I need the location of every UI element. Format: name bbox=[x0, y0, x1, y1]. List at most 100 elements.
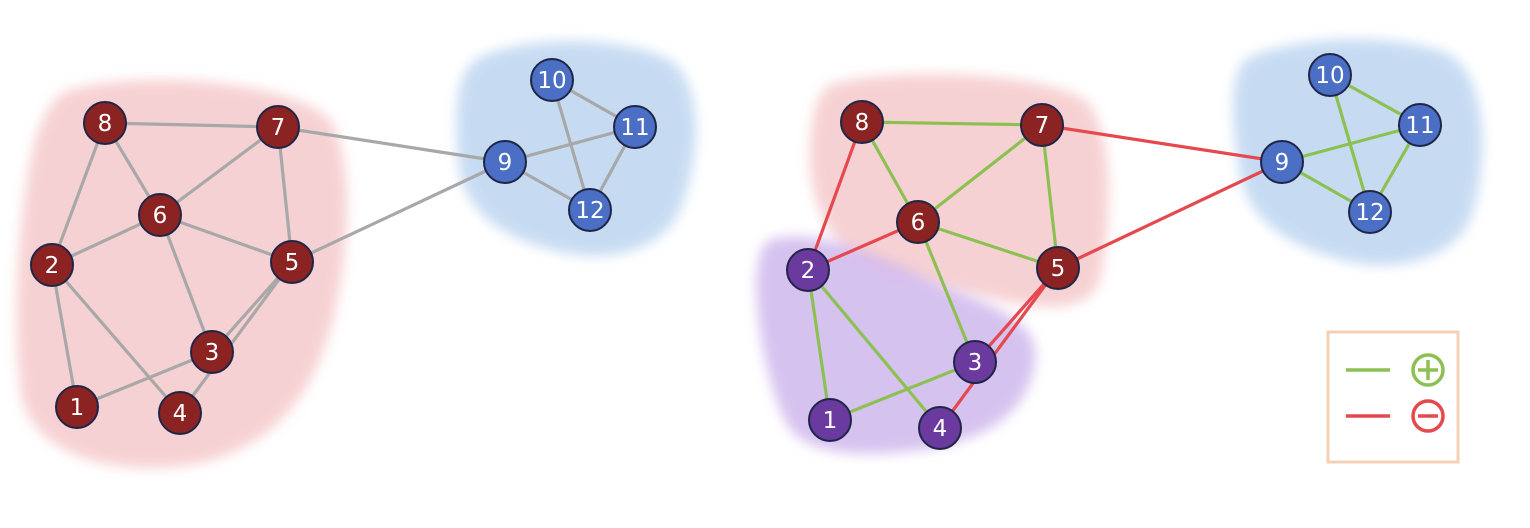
right-node-1: 1 bbox=[808, 398, 852, 442]
left-node-label-6: 6 bbox=[153, 203, 168, 229]
right-edge-6-5 bbox=[916, 220, 1060, 270]
minus-circle-icon bbox=[1411, 399, 1445, 433]
right-node-12: 12 bbox=[1348, 190, 1392, 234]
left-node-5: 5 bbox=[270, 240, 314, 284]
right-node-circle-8 bbox=[840, 100, 884, 144]
right-node-label-4: 4 bbox=[933, 416, 948, 442]
left-node-circle-1 bbox=[55, 385, 99, 429]
right-node-circle-4 bbox=[918, 406, 962, 450]
right-node-circle-11 bbox=[1398, 103, 1442, 147]
right-edge-6-3 bbox=[916, 220, 977, 364]
left-node-label-8: 8 bbox=[98, 111, 113, 137]
left-node-12: 12 bbox=[568, 188, 612, 232]
right-node-label-5: 5 bbox=[1051, 256, 1066, 282]
left-edge-5-4 bbox=[178, 260, 294, 415]
left-node-6: 6 bbox=[138, 193, 182, 237]
left-node-8: 8 bbox=[83, 101, 127, 145]
plus-circle-icon bbox=[1411, 353, 1445, 387]
left-node-10: 10 bbox=[530, 58, 574, 102]
right-node-label-3: 3 bbox=[968, 350, 983, 376]
right-node-2: 2 bbox=[786, 248, 830, 292]
left-edge-10-12 bbox=[550, 78, 592, 212]
right-edge-7-9 bbox=[1040, 123, 1284, 164]
left-node-9: 9 bbox=[483, 140, 527, 184]
right-node-4: 4 bbox=[918, 406, 962, 450]
right-node-label-11: 11 bbox=[1405, 113, 1434, 139]
legend bbox=[1326, 330, 1460, 464]
left-node-2: 2 bbox=[30, 243, 74, 287]
right-node-label-12: 12 bbox=[1355, 200, 1384, 226]
right-edge-1-3 bbox=[828, 360, 977, 422]
right-node-circle-9 bbox=[1260, 140, 1304, 184]
left-node-label-9: 9 bbox=[498, 150, 513, 176]
right-node-label-1: 1 bbox=[823, 408, 838, 434]
left-edge-2-1 bbox=[50, 263, 79, 409]
left-node-circle-11 bbox=[613, 105, 657, 149]
right-node-8: 8 bbox=[840, 100, 884, 144]
left-edge-8-7 bbox=[103, 121, 280, 129]
right-node-11: 11 bbox=[1398, 103, 1442, 147]
right-edge-10-12 bbox=[1328, 73, 1372, 214]
right-edge-8-2 bbox=[806, 120, 864, 272]
right-node-circle-2 bbox=[786, 248, 830, 292]
right-node-label-8: 8 bbox=[855, 110, 870, 136]
left-node-circle-5 bbox=[270, 240, 314, 284]
left-node-label-12: 12 bbox=[575, 198, 604, 224]
left-edge-7-6 bbox=[158, 125, 280, 217]
right-edge-5-4 bbox=[938, 266, 1060, 430]
left-edge-7-9 bbox=[276, 125, 507, 164]
right-edge-7-5 bbox=[1040, 123, 1060, 270]
left-node-label-11: 11 bbox=[620, 115, 649, 141]
left-node-4: 4 bbox=[158, 391, 202, 435]
right-node-circle-5 bbox=[1036, 246, 1080, 290]
left-edge-5-9 bbox=[290, 160, 507, 264]
right-node-label-10: 10 bbox=[1315, 63, 1344, 89]
right-node-label-6: 6 bbox=[911, 210, 926, 236]
right-node-10: 10 bbox=[1308, 53, 1352, 97]
left-edge-6-5 bbox=[158, 213, 294, 264]
right-node-circle-3 bbox=[953, 340, 997, 384]
left-node-circle-3 bbox=[190, 330, 234, 374]
left-edge-8-2 bbox=[50, 121, 107, 267]
left-node-label-3: 3 bbox=[205, 340, 220, 366]
left-node-circle-9 bbox=[483, 140, 527, 184]
right-blue-region bbox=[1233, 39, 1483, 266]
right-node-6: 6 bbox=[896, 200, 940, 244]
left-node-3: 3 bbox=[190, 330, 234, 374]
right-node-3: 3 bbox=[953, 340, 997, 384]
left-node-7: 7 bbox=[256, 105, 300, 149]
right-node-label-7: 7 bbox=[1035, 113, 1050, 139]
right-node-circle-12 bbox=[1348, 190, 1392, 234]
right-edge-2-4 bbox=[806, 268, 942, 430]
left-node-label-1: 1 bbox=[70, 395, 85, 421]
right-node-circle-6 bbox=[896, 200, 940, 244]
left-node-1: 1 bbox=[55, 385, 99, 429]
right-edge-5-9 bbox=[1056, 160, 1284, 270]
left-node-label-4: 4 bbox=[173, 401, 188, 427]
left-node-11: 11 bbox=[613, 105, 657, 149]
left-node-circle-12 bbox=[568, 188, 612, 232]
legend-box bbox=[1326, 330, 1460, 464]
left-edge-1-3 bbox=[75, 350, 214, 409]
right-node-9: 9 bbox=[1260, 140, 1304, 184]
left-edge-6-3 bbox=[158, 213, 214, 354]
right-edge-2-1 bbox=[806, 268, 832, 422]
left-blue-region bbox=[456, 41, 696, 256]
right-edge-7-6 bbox=[916, 123, 1044, 224]
left-node-circle-8 bbox=[83, 101, 127, 145]
right-edge-8-7 bbox=[860, 120, 1044, 127]
left-node-label-2: 2 bbox=[45, 253, 60, 279]
right-node-circle-10 bbox=[1308, 53, 1352, 97]
left-node-circle-10 bbox=[530, 58, 574, 102]
left-node-circle-6 bbox=[138, 193, 182, 237]
left-node-circle-7 bbox=[256, 105, 300, 149]
right-node-7: 7 bbox=[1020, 103, 1064, 147]
left-node-label-10: 10 bbox=[537, 68, 566, 94]
right-node-label-2: 2 bbox=[801, 258, 816, 284]
right-node-circle-7 bbox=[1020, 103, 1064, 147]
right-node-label-9: 9 bbox=[1275, 150, 1290, 176]
right-node-circle-1 bbox=[808, 398, 852, 442]
